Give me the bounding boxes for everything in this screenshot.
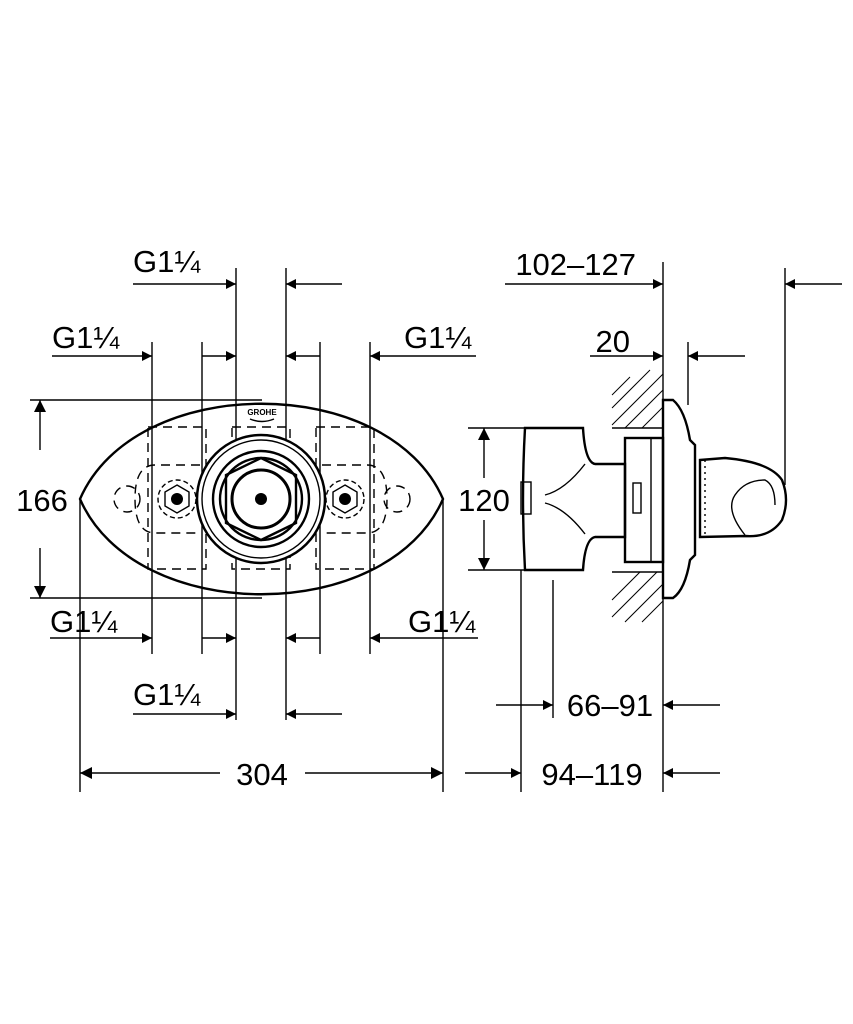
front-view: GROHE 166 G1¼ G1¼ G1¼ G1¼ G1¼ G1¼ 3: [10, 244, 478, 792]
thread-label-bottom-center: G1¼: [133, 677, 201, 712]
width-dimension-label: 304: [236, 757, 288, 792]
thread-label-bottom-right: G1¼: [408, 604, 476, 639]
wall-hatching: [611, 369, 664, 623]
valve-body: [521, 426, 627, 572]
height-dimension-label: 166: [16, 483, 68, 518]
left-valve-icon: [157, 479, 197, 519]
grohe-logo: GROHE: [247, 408, 277, 423]
thread-label-top-right: G1¼: [404, 320, 472, 355]
projection-dimension-label: 102–127: [515, 247, 636, 282]
flange-dimension-label: 20: [596, 324, 630, 359]
right-valve-icon: [325, 479, 365, 519]
escutcheon-flange: [661, 398, 697, 600]
thread-label-top-left: G1¼: [52, 320, 120, 355]
thread-label-bottom-left: G1¼: [50, 604, 118, 639]
body-height-dimension-label: 120: [458, 483, 510, 518]
handle-knob: [698, 456, 788, 539]
side-view: 102–127 20 120 66–91 94–119: [455, 247, 842, 792]
svg-text:GROHE: GROHE: [247, 408, 277, 417]
total-depth-dimension-label: 94–119: [541, 757, 642, 792]
thread-label-top-center: G1¼: [133, 244, 201, 279]
central-cartridge-icon: [195, 433, 327, 565]
wall-depth-dimension-label: 66–91: [567, 688, 653, 723]
